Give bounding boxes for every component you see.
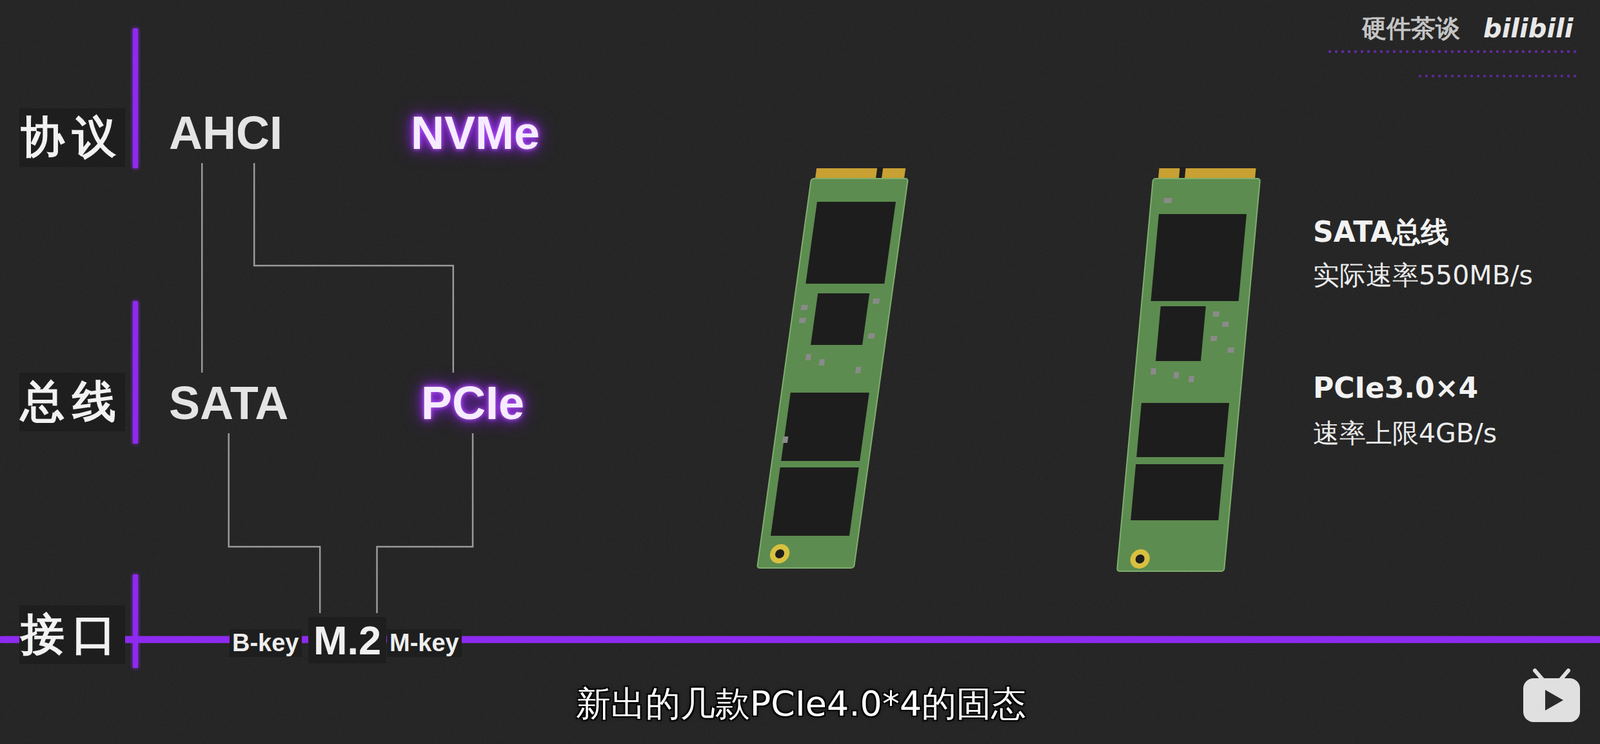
level-bar	[132, 28, 139, 169]
node-text: SATA	[168, 376, 289, 430]
node-text: M.2	[313, 617, 382, 664]
connector	[254, 163, 454, 373]
watermark: bilibili	[1483, 13, 1574, 44]
decor-dots	[1418, 74, 1577, 78]
key-label: M-key	[386, 629, 462, 658]
subtitle: 新出的几款PCIe4.0*4的固态	[575, 681, 1027, 729]
ssd-pcie	[1116, 167, 1262, 572]
level-label: 总线	[19, 372, 126, 432]
connector	[201, 163, 204, 373]
bus-node: PCIe	[418, 376, 527, 430]
interface-node: M.2	[308, 617, 387, 664]
connector	[377, 433, 474, 614]
ssd-sata	[757, 167, 910, 569]
level-label: 接口	[19, 605, 126, 665]
level-bar	[132, 301, 139, 444]
watermark: 硬件茶谈	[1362, 12, 1461, 46]
node-text: NVMe	[410, 106, 540, 160]
level-label: 协议	[19, 108, 126, 168]
play-icon	[1523, 670, 1581, 723]
level-bar	[132, 574, 139, 669]
key-label: B-key	[229, 629, 302, 658]
spec-value: 实际速率550MB/s	[1313, 257, 1533, 294]
spec-title: SATA总线	[1313, 213, 1450, 252]
spec-title: PCIe3.0×4	[1313, 371, 1479, 405]
connector	[228, 433, 320, 614]
bus-node: SATA	[166, 376, 291, 430]
node-text: AHCI	[168, 106, 283, 160]
connector	[490, 163, 493, 373]
protocol-node: AHCI	[166, 106, 286, 160]
node-text: PCIe	[421, 376, 525, 430]
spec-value: 速率上限4GB/s	[1313, 415, 1497, 452]
decor-dots	[1328, 50, 1577, 53]
protocol-node: NVMe	[408, 106, 543, 160]
